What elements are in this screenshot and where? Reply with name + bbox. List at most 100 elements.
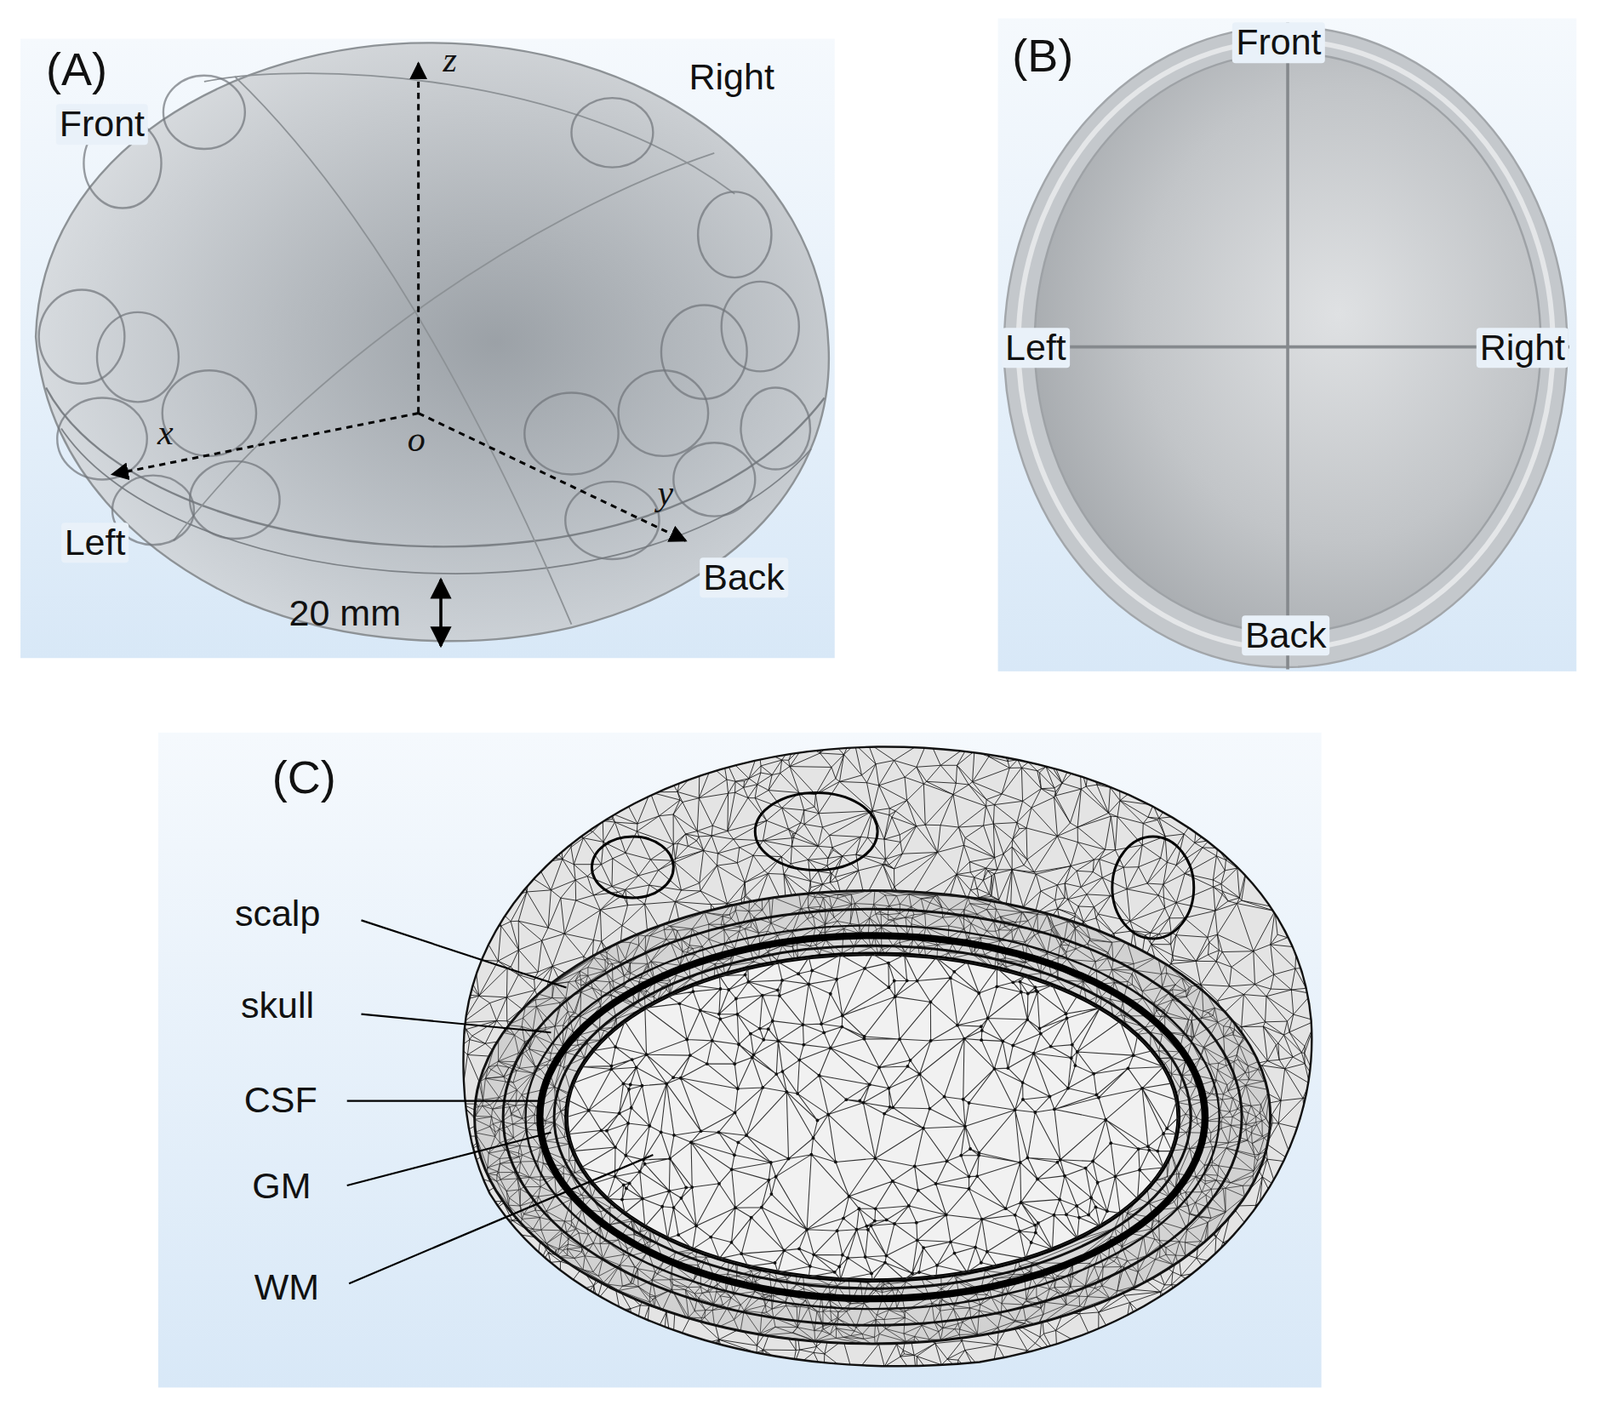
mesh-node xyxy=(1011,980,1015,984)
mesh-node xyxy=(1066,1086,1070,1091)
mesh-node xyxy=(1004,1206,1008,1211)
mesh-node xyxy=(874,1206,878,1211)
mesh-node xyxy=(645,1052,649,1057)
mesh-node xyxy=(905,978,909,983)
leader-line xyxy=(348,1154,653,1284)
mesh-node xyxy=(796,971,800,976)
mesh-node xyxy=(627,1087,631,1092)
mesh-node xyxy=(882,1112,886,1116)
mesh-node xyxy=(945,1159,949,1163)
mesh-node xyxy=(770,1192,774,1196)
leader-line xyxy=(347,1132,552,1186)
figure-label: (C) xyxy=(272,752,337,803)
mesh-node xyxy=(623,1154,628,1158)
mesh-node xyxy=(915,979,920,983)
mesh-node xyxy=(866,1228,870,1232)
mesh-node xyxy=(566,1132,571,1137)
mesh-node xyxy=(691,1247,695,1252)
mesh-node xyxy=(743,973,748,978)
mesh-node xyxy=(774,1175,778,1179)
mesh-node xyxy=(760,1205,764,1210)
mesh-node xyxy=(884,1254,888,1258)
mesh-node xyxy=(837,1264,841,1269)
electrode xyxy=(721,281,800,372)
mesh-node xyxy=(979,1024,983,1029)
mesh-node xyxy=(620,1198,624,1202)
head-dome xyxy=(35,42,829,641)
mesh-node xyxy=(944,1213,949,1218)
mesh-node xyxy=(664,1081,669,1086)
surface-mesh xyxy=(455,735,1332,1383)
mesh-node xyxy=(1155,1149,1160,1154)
mesh-node xyxy=(1023,1257,1028,1261)
mesh-node xyxy=(877,1065,881,1069)
mesh-node xyxy=(787,1157,791,1161)
mesh-node xyxy=(622,1081,626,1086)
mesh-node xyxy=(684,1185,688,1189)
layer-mesh xyxy=(469,889,1275,1347)
figure-label: Left xyxy=(61,522,130,563)
mesh-node xyxy=(691,989,695,994)
electrode xyxy=(661,304,748,399)
mesh-node xyxy=(587,1108,591,1113)
mesh-node xyxy=(934,1274,938,1279)
mesh-node xyxy=(1025,1017,1029,1022)
skull-ring xyxy=(1018,40,1554,650)
mesh-node xyxy=(873,1219,877,1223)
figure-label: scalp xyxy=(234,894,320,935)
mesh-node xyxy=(1013,1108,1018,1112)
mesh-node xyxy=(746,966,750,971)
mesh-node xyxy=(610,1064,614,1069)
mesh-node xyxy=(1017,1229,1022,1234)
mesh-node xyxy=(868,1082,872,1086)
mesh-node xyxy=(1097,1005,1102,1010)
mesh-node xyxy=(737,1042,741,1046)
electrode xyxy=(618,370,709,457)
mesh-node xyxy=(1018,1160,1023,1165)
mesh-node xyxy=(730,1240,734,1245)
electrode xyxy=(524,393,618,475)
mesh-node xyxy=(962,1037,966,1041)
mesh-node xyxy=(1035,989,1040,994)
figure-label: Left xyxy=(1001,327,1070,368)
mesh-node xyxy=(892,979,897,983)
mesh-node xyxy=(908,1058,913,1063)
mesh-node xyxy=(1052,1108,1057,1112)
mesh-node xyxy=(870,1279,875,1283)
mesh-node xyxy=(773,1261,778,1265)
mesh-node xyxy=(835,1228,840,1233)
mesh-node xyxy=(679,1076,683,1080)
mesh-node xyxy=(892,1222,897,1226)
mesh-node xyxy=(1137,1168,1142,1172)
mesh-node xyxy=(1097,1096,1101,1100)
mesh-node xyxy=(953,1251,957,1256)
mesh-node xyxy=(672,1133,676,1138)
mesh-node xyxy=(847,1194,852,1199)
mesh-node xyxy=(1026,992,1030,996)
mesh-node xyxy=(1013,1213,1018,1218)
mesh-node xyxy=(809,1153,813,1157)
mesh-node xyxy=(629,1106,634,1110)
mesh-node xyxy=(708,1235,713,1240)
mesh-node xyxy=(921,1126,926,1131)
mesh-node xyxy=(776,1039,780,1043)
mesh-node xyxy=(915,1238,920,1242)
mesh-node xyxy=(1029,1240,1034,1245)
mesh-node xyxy=(605,1034,610,1038)
mesh-node xyxy=(780,978,784,983)
mesh-node xyxy=(643,1005,647,1010)
mesh-node xyxy=(660,1205,664,1209)
mesh-node xyxy=(1105,1209,1109,1213)
mesh-node xyxy=(994,966,999,971)
mesh-node xyxy=(819,1022,823,1026)
mesh-node xyxy=(967,1175,972,1179)
mesh-node xyxy=(667,1188,671,1193)
mesh-node xyxy=(694,1224,698,1229)
mesh-node xyxy=(613,1045,618,1049)
leader-line xyxy=(360,920,566,988)
mesh-node xyxy=(752,1053,756,1058)
mesh-node xyxy=(961,1097,966,1102)
mesh-node xyxy=(893,994,898,999)
figure-label: Front xyxy=(56,104,149,145)
